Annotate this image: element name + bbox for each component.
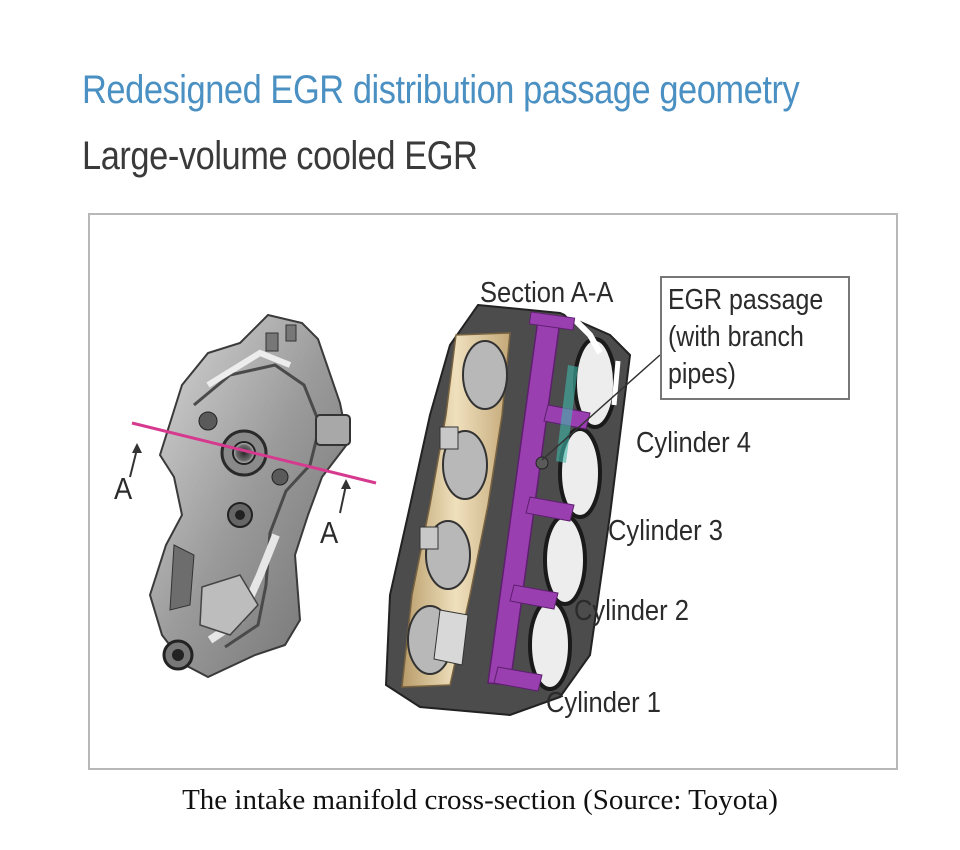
egr-passage [487,311,591,692]
cylinder-1-label: Cylinder 1 [546,687,661,719]
manifold-illustration [129,302,661,717]
egr-leader-line [541,354,661,461]
section-line [131,421,377,485]
egr-callout-line-3: pipes) [668,358,736,390]
egr-callout-line-2: (with branch [668,321,804,353]
section-marker-left: A [114,471,133,506]
cylinder-3-label: Cylinder 3 [608,515,723,547]
egr-callout-line-1: EGR passage [668,284,824,316]
diagram-subtitle: Large-volume cooled EGR [82,134,478,178]
cylinder-2-label: Cylinder 2 [574,595,689,627]
diagram-frame: A A Section A-A EGR passage (with branch… [88,213,898,770]
manifold-exterior-view [148,313,351,679]
diagram-title: Redesigned EGR distribution passage geom… [82,68,800,112]
section-arrow-right-icon [339,484,347,514]
figure-caption: The intake manifold cross-section (Sourc… [182,784,778,816]
section-marker-right: A [320,515,339,550]
egr-passage-callout: EGR passage (with branch pipes) [660,276,850,400]
cylinder-4-label: Cylinder 4 [636,427,751,459]
section-label: Section A-A [480,277,614,309]
section-arrow-left-icon [129,448,138,478]
